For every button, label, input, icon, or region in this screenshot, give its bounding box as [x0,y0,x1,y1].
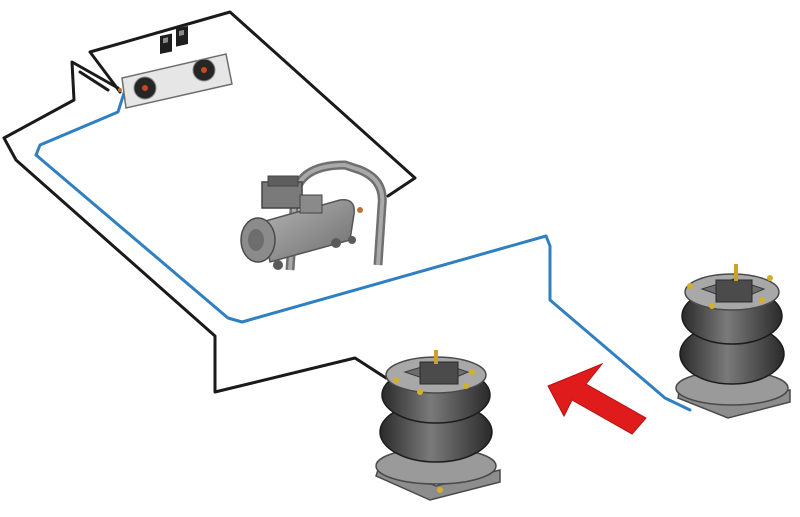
air-spring-left [375,350,501,501]
electrical-line [2,10,417,394]
switch-right-icon [176,26,188,47]
direction-arrow [547,362,647,435]
switch-left-icon [160,33,172,54]
gauge-panel [118,26,233,109]
air-line [34,88,692,412]
compressor [240,160,387,271]
air-spring-right [675,264,791,419]
